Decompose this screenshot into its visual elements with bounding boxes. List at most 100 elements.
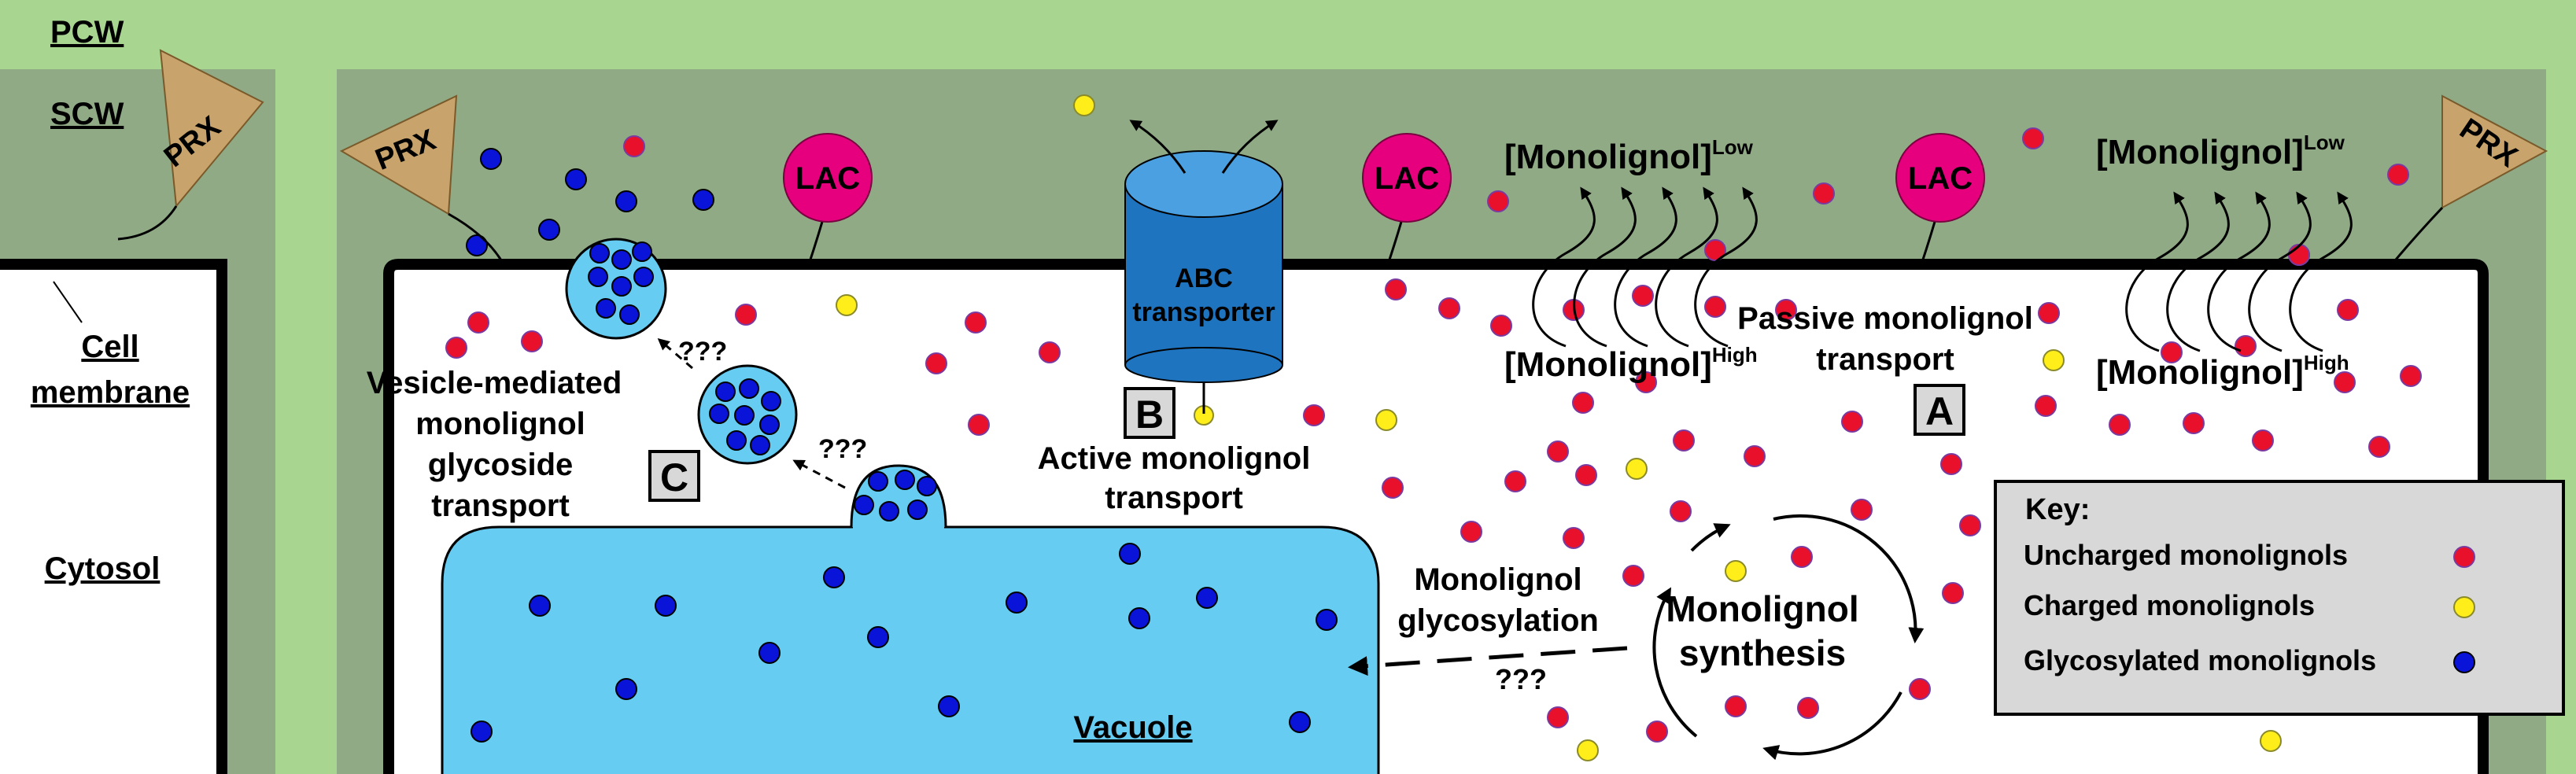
uncharged-monolignol-dot bbox=[2183, 412, 2205, 434]
prx-enzyme-right-cell-left: PRX bbox=[339, 94, 505, 265]
uncharged-monolignol-dot bbox=[1775, 299, 1797, 321]
uncharged-monolignol-dot bbox=[1704, 296, 1726, 318]
glycosylated-monolignol-dot bbox=[759, 415, 780, 435]
glycosylated-monolignol-dot bbox=[758, 642, 781, 664]
glycosylated-monolignol-dot bbox=[471, 721, 493, 743]
lac-label-2: LAC bbox=[1375, 161, 1439, 196]
pcw-label: PCW bbox=[50, 15, 124, 50]
monolignol-low-label-1: [Monolignol]Low bbox=[1504, 135, 1754, 176]
charged-monolignol-dot bbox=[1725, 560, 1747, 582]
synthesis-label-2: synthesis bbox=[1679, 632, 1846, 673]
lac-label-3: LAC bbox=[1908, 161, 1973, 196]
key-item-1-label: Uncharged monolignols bbox=[2024, 539, 2348, 571]
pathway-b-box bbox=[1124, 387, 1175, 439]
glycosylated-monolignol-dot bbox=[611, 249, 632, 270]
uncharged-monolignol-dot bbox=[1909, 678, 1931, 700]
synthesis-label-1: Monolignol bbox=[1666, 588, 1858, 629]
uncharged-monolignol-dot bbox=[2368, 436, 2390, 458]
glycosylated-monolignol-dot bbox=[1119, 543, 1141, 565]
monolignol-high-label-2: [Monolignol]High bbox=[2096, 351, 2349, 392]
glycosylation-arrow bbox=[1348, 646, 1628, 676]
glycosylated-monolignol-dot bbox=[615, 190, 637, 212]
glycosylated-monolignol-dot bbox=[938, 695, 960, 717]
glycosylated-monolignol-dot bbox=[596, 298, 616, 319]
uncharged-monolignol-dot bbox=[445, 337, 467, 359]
glycosylated-monolignol-dot bbox=[750, 435, 770, 455]
glycosylated-monolignol-dot bbox=[480, 148, 502, 170]
pathway-a-box bbox=[1914, 384, 1965, 436]
key-item-3-label: Glycosylated monolignols bbox=[2024, 644, 2376, 676]
glycosylated-monolignol-dot bbox=[632, 241, 652, 262]
abc-transporter: ABC transporter bbox=[1124, 120, 1283, 414]
uncharged-monolignol-dot bbox=[1813, 182, 1835, 205]
unknown-vesicle-1: ??? bbox=[818, 434, 867, 464]
abc-transporter-label-2: transporter bbox=[1132, 297, 1275, 327]
uncharged-monolignol-dot bbox=[1704, 239, 1726, 261]
uncharged-monolignol-dot bbox=[2400, 365, 2422, 387]
passive-transport-label-2: transport bbox=[1816, 342, 1954, 377]
scw-label: SCW bbox=[50, 97, 124, 131]
vesicle-transport-label-4: transport bbox=[431, 488, 570, 523]
glycosylated-monolignol-dot bbox=[868, 471, 888, 492]
charged-monolignol-dot bbox=[1375, 409, 1397, 431]
uncharged-monolignol-dot bbox=[2252, 429, 2274, 452]
charged-monolignol-dot bbox=[836, 294, 858, 316]
glycosylated-monolignol-dot bbox=[823, 566, 845, 588]
uncharged-monolignol-dot bbox=[521, 330, 543, 352]
uncharged-monolignol-dot bbox=[925, 352, 947, 374]
active-transport-label-2: transport bbox=[1105, 481, 1243, 515]
glycosylated-monolignol-dot bbox=[1006, 592, 1028, 614]
glycosylated-monolignol-dot bbox=[1289, 711, 1311, 733]
uncharged-monolignol-dot bbox=[1622, 565, 1644, 587]
vesicle-transport-label-2: monolignol bbox=[415, 407, 585, 441]
uncharged-monolignol-dot bbox=[1959, 514, 1981, 536]
uncharged-monolignol-dot bbox=[1797, 697, 1819, 719]
uncharged-monolignol-dot bbox=[1547, 440, 1569, 463]
charged-monolignol-dot bbox=[1073, 94, 1095, 116]
passive-transport-label-1: Passive monolignol bbox=[1737, 301, 2033, 336]
passive-transport-arrows bbox=[1532, 186, 2353, 352]
uncharged-monolignol-dot bbox=[1632, 285, 1654, 307]
glycosylated-monolignol-dot bbox=[709, 404, 729, 424]
glycosylated-monolignol-dot bbox=[529, 595, 551, 617]
uncharged-monolignol-dot bbox=[2334, 371, 2356, 393]
lac-label-1: LAC bbox=[795, 161, 860, 196]
vesicle-arrow-1 bbox=[792, 459, 846, 489]
glycosylated-monolignol-dot bbox=[615, 678, 637, 700]
active-transport-label-1: Active monolignol bbox=[1038, 441, 1311, 476]
uncharged-monolignol-dot bbox=[467, 311, 489, 334]
uncharged-monolignol-dot bbox=[1563, 527, 1585, 549]
uncharged-monolignol-dot bbox=[1303, 404, 1325, 426]
glycosylated-monolignol-dot bbox=[619, 304, 640, 325]
uncharged-monolignol-dot bbox=[2022, 127, 2044, 149]
uncharged-monolignol-dot bbox=[2337, 299, 2359, 321]
uncharged-monolignol-dot bbox=[1385, 278, 1407, 300]
glycosylated-monolignol-dot bbox=[1128, 607, 1150, 629]
glycosylation-label-1: Monolignol bbox=[1414, 562, 1581, 597]
uncharged-monolignol-dot bbox=[1942, 582, 1964, 604]
unknown-glycosylation: ??? bbox=[1495, 663, 1547, 695]
uncharged-monolignol-dot bbox=[1572, 392, 1594, 414]
vesicle-transport-label-1: Vesicle-mediated bbox=[367, 366, 622, 400]
uncharged-monolignol-dot bbox=[1460, 521, 1482, 543]
synthesis-cycle bbox=[1652, 514, 1925, 761]
uncharged-monolignol-dot bbox=[1670, 500, 1692, 522]
vesicle-arrow-2 bbox=[657, 338, 693, 370]
glycosylated-monolignol-dot bbox=[907, 499, 928, 520]
pathway-c-box bbox=[648, 450, 700, 502]
left-cytosol bbox=[0, 264, 222, 774]
glycosylated-monolignol-dot bbox=[761, 391, 781, 411]
unknown-vesicle-2: ??? bbox=[678, 337, 727, 367]
uncharged-monolignol-dot bbox=[623, 135, 645, 157]
right-membrane-line bbox=[383, 259, 2489, 774]
glycosylated-monolignol-dot bbox=[538, 219, 560, 241]
glycosylated-monolignol-dot bbox=[1316, 609, 1338, 631]
glycosylated-monolignol-dot bbox=[589, 243, 610, 264]
uncharged-monolignol-dot bbox=[1744, 445, 1766, 467]
glycosylated-monolignol-dot bbox=[726, 430, 747, 451]
charged-monolignol-dot bbox=[2260, 730, 2282, 752]
glycosylated-monolignol-dot bbox=[739, 378, 759, 399]
left-membrane-line bbox=[0, 259, 227, 774]
uncharged-monolignol-dot bbox=[1039, 341, 1061, 363]
uncharged-monolignol-dot bbox=[1851, 499, 1873, 521]
